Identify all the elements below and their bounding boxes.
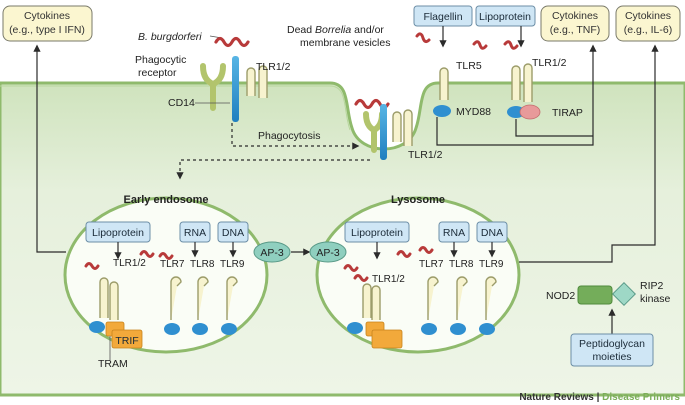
cd14-label: CD14 — [168, 97, 195, 109]
tlr12-right-label: TLR1/2 — [532, 57, 567, 69]
peptidoglycan-box — [570, 333, 654, 367]
tlr5-receptor — [439, 67, 449, 100]
lyso-bacterial-fragment-1 — [343, 264, 359, 272]
tlr12-surface-label: TLR1/2 — [256, 61, 291, 73]
cytokine-il6-box: Cytokines (e.g., IL-6) — [615, 5, 681, 42]
early-endosome-title: Early endosome — [124, 194, 209, 206]
credit-line: Nature Reviews | Disease Primers — [519, 392, 680, 403]
lyso-tlr9-label: TLR9 — [479, 259, 504, 270]
peptidoglycan-label-2: moieties — [592, 351, 631, 363]
lyso-trif-block — [371, 329, 403, 349]
phagocytosis-label: Phagocytosis — [258, 130, 320, 142]
lyso-rna-label: RNA — [443, 227, 465, 239]
ap3-lyso-label: AP-3 — [316, 247, 340, 259]
cytokine-il6-line1: Cytokines — [625, 10, 671, 22]
cytokine-ifn-box: Cytokines (e.g., type I IFN) — [2, 5, 93, 42]
lipoprotein-label-top: Lipoprotein — [479, 11, 531, 23]
early-tlr8-label: TLR8 — [190, 259, 215, 270]
cytokine-ifn-line2: (e.g., type I IFN) — [9, 24, 85, 36]
flagellin-fragment-icon — [472, 40, 488, 50]
cytokine-ifn-line1: Cytokines — [24, 10, 70, 22]
lysosome-title: Lysosome — [391, 194, 445, 206]
cytokine-tnf-box: Cytokines (e.g., TNF) — [540, 5, 610, 42]
rip2-label-1: RIP2 — [640, 280, 664, 292]
phagosome-receptors — [363, 104, 413, 160]
early-dna-label: DNA — [222, 227, 244, 239]
ap3-lyso-node — [309, 241, 347, 263]
myd88-node-1 — [433, 105, 451, 117]
tlr12-surface-receptor — [246, 65, 268, 98]
ap3-early-node — [253, 241, 291, 263]
tlr5-label: TLR5 — [456, 60, 482, 72]
phagocytic-receptor-label-1: Phagocytic — [135, 54, 186, 66]
lyso-dna-label: DNA — [481, 227, 503, 239]
borrelia-bacterium-icon — [214, 36, 250, 48]
tirap-label: TIRAP — [552, 107, 583, 119]
early-lipoprotein-label: Lipoprotein — [92, 227, 144, 239]
early-tlr12-label: TLR1/2 — [113, 258, 146, 269]
trif-label: TRIF — [115, 335, 138, 347]
early-tlr7-label: TLR7 — [160, 259, 185, 270]
lyso-bacterial-fragment-4 — [353, 274, 369, 282]
lyso-lipoprotein-label: Lipoprotein — [351, 227, 403, 239]
tirap-node — [519, 104, 541, 120]
lyso-tlr-receptors — [362, 276, 497, 320]
early-tlr-receptors — [99, 276, 238, 320]
trif-block — [111, 329, 143, 349]
dead-borrelia-line2: membrane vesicles — [300, 37, 390, 49]
myd88-label: MYD88 — [456, 106, 491, 118]
tram-label: TRAM — [98, 358, 128, 370]
early-bacterial-fragment-3 — [158, 252, 174, 260]
early-tlr9-label: TLR9 — [220, 259, 245, 270]
cd14-receptor — [232, 56, 239, 122]
phagocytic-receptor-label-2: receptor — [138, 67, 177, 79]
tlr12-right-receptor — [511, 63, 533, 102]
nod2-block — [577, 285, 613, 305]
lipoprotein-fragment-icon — [503, 40, 519, 50]
rip2-kinase-diamond — [611, 281, 637, 307]
early-bacterial-fragment-1 — [84, 262, 100, 270]
tlr12-phagosome-label: TLR1/2 — [408, 149, 443, 161]
phagocytic-receptor — [200, 63, 226, 111]
borrelia-label: B. burgdorferi — [138, 31, 202, 43]
rip2-label-2: kinase — [640, 293, 671, 305]
lyso-tlr8-label: TLR8 — [449, 259, 474, 270]
ap3-early-label: AP-3 — [260, 247, 284, 259]
lyso-tlr12-label: TLR1/2 — [372, 274, 405, 285]
lyso-adaptor-dots — [347, 322, 495, 335]
cytokine-il6-line2: (e.g., IL-6) — [624, 24, 672, 36]
flagellin-label: Flagellin — [423, 11, 462, 23]
dead-borrelia-line1: Dead Borrelia and/or — [287, 24, 384, 36]
early-rna-label: RNA — [184, 227, 206, 239]
cytokine-tnf-line2: (e.g., TNF) — [550, 24, 601, 36]
nod2-label: NOD2 — [546, 290, 575, 302]
lyso-tlr7-label: TLR7 — [419, 259, 444, 270]
lipoprotein-box-top — [475, 5, 536, 27]
peptidoglycan-label-1: Peptidoglycan — [579, 338, 645, 350]
lyso-bacterial-fragment-2 — [396, 250, 412, 258]
lyso-bacterial-fragment-3 — [418, 246, 434, 254]
cytokine-tnf-line1: Cytokines — [552, 10, 598, 22]
dead-borrelia-icon — [415, 32, 431, 44]
early-bacterial-fragment-2 — [139, 250, 155, 258]
early-adaptor-dots — [89, 321, 237, 335]
